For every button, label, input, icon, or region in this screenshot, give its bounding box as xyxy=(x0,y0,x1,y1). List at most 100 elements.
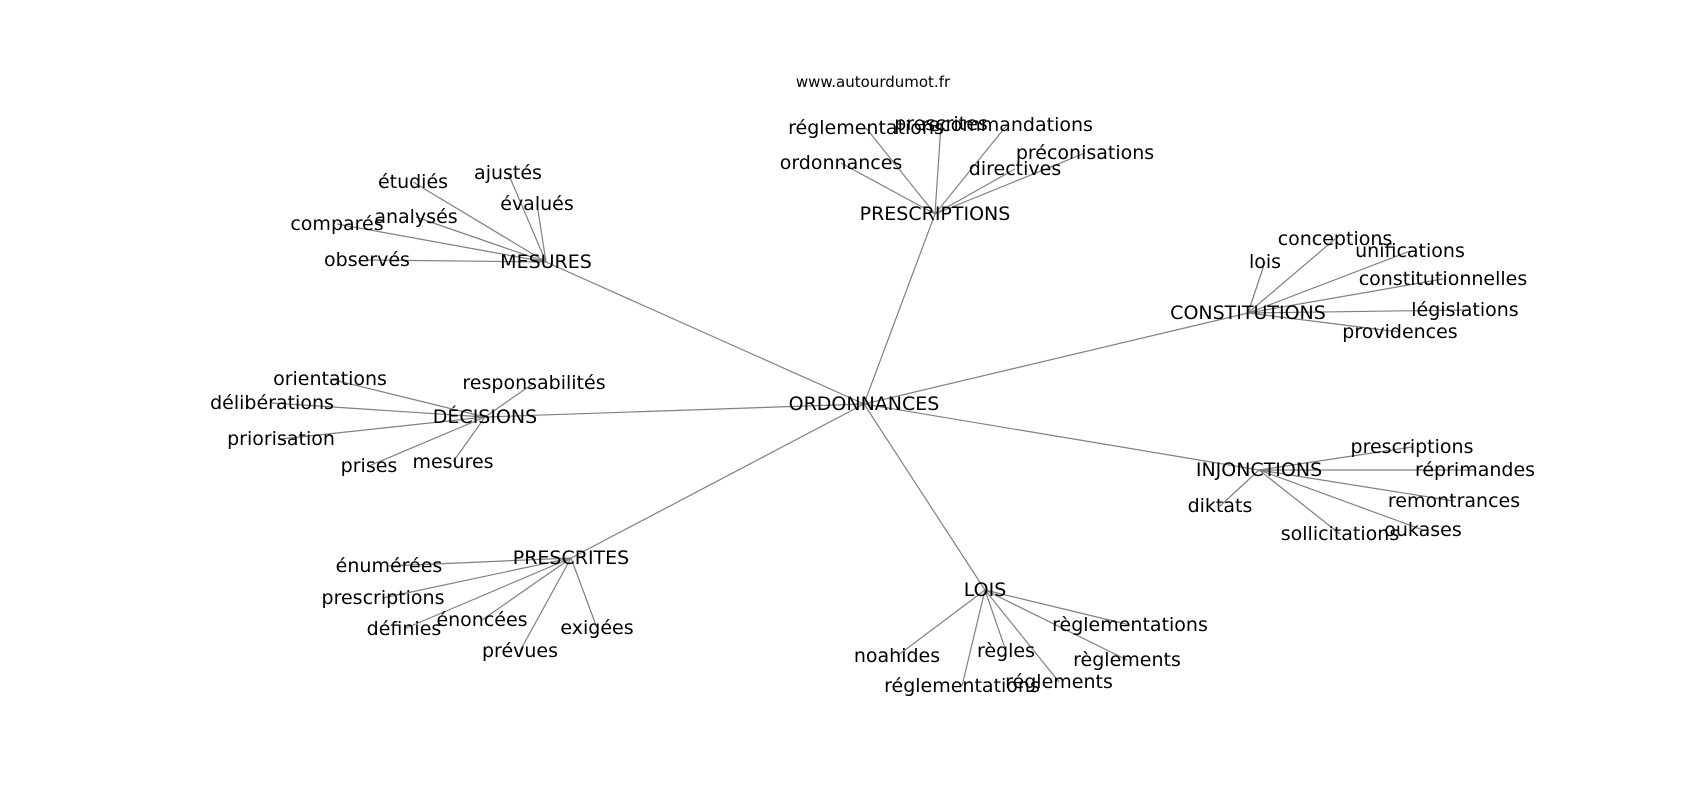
edge-constitutions-leaf xyxy=(1247,309,1466,314)
edge-mesures-leaf xyxy=(507,172,547,263)
edge-prescriptions-leaf xyxy=(865,127,936,215)
edge-mesures-leaf xyxy=(536,203,547,263)
leaf-node-label: règlementations xyxy=(1052,614,1208,636)
leaf-node-label: préconisations xyxy=(1016,142,1154,164)
leaf-node-label: règles xyxy=(977,640,1035,662)
edge-lois-leaf xyxy=(984,589,1128,661)
edge-lois-leaf xyxy=(984,589,1060,683)
edge-constitutions-leaf xyxy=(1247,312,1401,333)
edge-prescrites-leaf xyxy=(570,557,598,629)
leaf-node-label: mesures xyxy=(412,451,493,473)
leaf-node-label: définies xyxy=(367,618,442,640)
edge-center-prescrites xyxy=(570,403,865,559)
edge-prescrites-leaf xyxy=(519,557,572,652)
leaf-node-label: remontrances xyxy=(1388,490,1520,512)
edge-lois-leaf xyxy=(984,589,1007,652)
edge-injonctions-leaf xyxy=(1258,446,1413,471)
leaf-node-label: prescriptions xyxy=(322,587,445,609)
edge-injonctions-leaf xyxy=(1258,469,1455,502)
group-node-prescrites: PRESCRITES xyxy=(513,547,629,569)
leaf-node-label: énumérées xyxy=(336,555,443,577)
leaf-node-label: unifications xyxy=(1355,240,1465,262)
leaf-node-label: prescriptions xyxy=(1351,436,1474,458)
edge-injonctions-leaf xyxy=(1258,469,1341,535)
graph-edges xyxy=(271,123,1475,687)
leaf-node-label: énoncées xyxy=(436,609,527,631)
leaf-node-label: réprimandes xyxy=(1415,459,1535,481)
edge-prescriptions-leaf xyxy=(934,124,1008,215)
group-node-injonctions: INJONCTIONS xyxy=(1196,459,1322,481)
leaf-node-label: responsabilités xyxy=(462,372,605,394)
edge-lois-leaf xyxy=(961,589,986,687)
edge-prescriptions-leaf xyxy=(840,162,936,215)
leaf-node-label: législations xyxy=(1411,299,1518,321)
leaf-node-label: observés xyxy=(324,249,410,271)
edge-constitutions-leaf xyxy=(1247,250,1411,314)
leaf-node-label: réglements xyxy=(1005,671,1113,693)
leaf-node-label: sollicitations xyxy=(1281,523,1399,545)
leaf-node-label: lois xyxy=(1249,251,1281,273)
leaf-node-label: ordonnances xyxy=(780,152,903,174)
leaf-node-label: délibérations xyxy=(210,392,334,414)
leaf-node-label: conceptions xyxy=(1278,228,1393,250)
leaf-node-label: réglementations xyxy=(884,675,1040,697)
edge-mesures-leaf xyxy=(412,181,547,263)
group-node-mesures: MESURES xyxy=(500,251,592,273)
edge-constitutions-leaf xyxy=(1247,238,1336,314)
leaf-node-label: prévues xyxy=(482,640,558,662)
edge-prescrites-leaf xyxy=(481,557,572,621)
edge-prescrites-leaf xyxy=(388,557,572,567)
edge-decisions-leaf xyxy=(329,378,486,418)
leaf-node-label: priorisation xyxy=(227,428,335,450)
leaf-node-label: règlements xyxy=(1073,649,1181,671)
edge-center-constitutions xyxy=(863,312,1249,405)
leaf-node-label: ajustés xyxy=(474,162,542,184)
edge-lois-leaf xyxy=(896,589,986,657)
leaf-node-label: prises xyxy=(341,455,398,477)
edge-mesures-leaf xyxy=(415,216,547,263)
leaf-node-label: analysés xyxy=(374,206,457,228)
edge-prescriptions-leaf xyxy=(934,168,1016,215)
edge-injonctions-leaf xyxy=(1219,469,1260,507)
edge-prescrites-leaf xyxy=(382,557,572,599)
group-node-decisions: DÉCISIONS xyxy=(433,405,537,428)
edge-center-lois xyxy=(863,403,986,591)
edge-center-injonctions xyxy=(863,403,1260,471)
leaf-node-label: étudiés xyxy=(378,171,448,193)
graph-labels: réglementationsprescritesrecommandations… xyxy=(210,113,1535,697)
edge-prescriptions-leaf xyxy=(934,152,1086,215)
leaf-node-label: diktats xyxy=(1188,495,1253,517)
edge-center-prescriptions xyxy=(863,213,936,405)
edge-constitutions-leaf xyxy=(1247,261,1266,314)
leaf-node-label: orientations xyxy=(273,368,387,390)
edge-mesures-leaf xyxy=(366,259,547,263)
edge-prescrites-leaf xyxy=(403,557,572,630)
edge-decisions-leaf xyxy=(271,402,486,418)
group-node-prescriptions: PRESCRIPTIONS xyxy=(860,203,1011,225)
leaf-node-label: providences xyxy=(1342,321,1457,343)
leaf-node-label: exigées xyxy=(560,617,633,639)
leaf-node-label: recommandations xyxy=(921,114,1093,136)
edge-constitutions-leaf xyxy=(1247,278,1444,314)
leaf-node-label: noahides xyxy=(854,645,940,667)
leaf-node-label: oukases xyxy=(1384,519,1461,541)
group-node-lois: LOIS xyxy=(964,579,1007,601)
leaf-node-label: évalués xyxy=(500,193,574,215)
edge-injonctions-leaf xyxy=(1258,469,1424,531)
leaf-node-label: prescrites xyxy=(894,113,988,135)
edge-center-mesures xyxy=(545,261,865,405)
leaf-node-label: directives xyxy=(969,158,1061,180)
edge-decisions-leaf xyxy=(452,416,486,463)
center-node-label: ORDONNANCES xyxy=(789,393,940,415)
edge-decisions-leaf xyxy=(484,382,535,418)
leaf-node-label: comparés xyxy=(290,213,383,235)
edge-mesures-leaf xyxy=(336,223,547,263)
edge-decisions-leaf xyxy=(368,416,486,467)
edge-center-decisions xyxy=(484,403,865,418)
edge-lois-leaf xyxy=(984,589,1131,626)
leaf-node-label: réglementations xyxy=(788,117,944,139)
edge-prescriptions-leaf xyxy=(934,123,942,215)
leaf-node-label: constitutionnelles xyxy=(1359,268,1528,290)
edge-decisions-leaf xyxy=(280,416,486,440)
